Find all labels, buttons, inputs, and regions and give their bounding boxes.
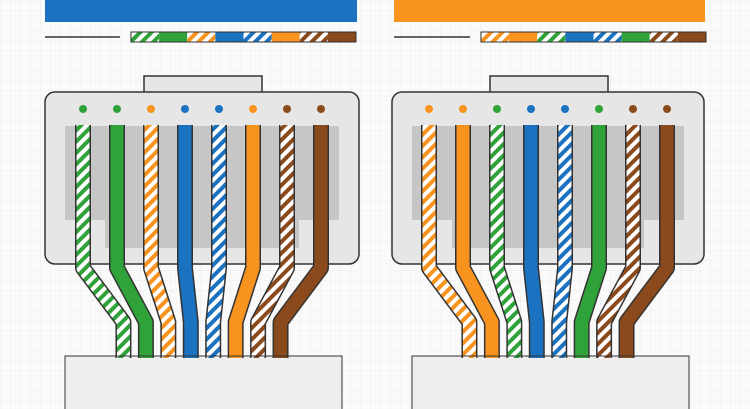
wire-group (421, 125, 675, 358)
connector-inner-lower (105, 220, 299, 248)
pin-contact-7 (629, 105, 637, 113)
pin-contact-8 (663, 105, 671, 113)
standard-panel-right (391, 0, 707, 409)
wire-4 (178, 125, 198, 358)
wire-5 (552, 125, 572, 358)
pin-order-strip (480, 31, 707, 43)
pin-contact-4 (181, 105, 189, 113)
pin-contact-2 (459, 105, 467, 113)
standard-panel-left (44, 0, 360, 409)
strip-segment-6 (271, 32, 300, 42)
wire-2 (456, 125, 499, 358)
wire-3 (490, 125, 521, 358)
pin-contact-5 (561, 105, 569, 113)
strip-segment-4 (215, 32, 244, 42)
wire-5 (206, 125, 226, 358)
strip-segment-8 (327, 32, 356, 42)
wire-8 (620, 125, 674, 358)
cable-boot (64, 355, 343, 409)
strip-segment-8 (677, 32, 706, 42)
header-bar (45, 0, 357, 22)
strip-segment-5 (243, 32, 272, 42)
strip-segment-6 (621, 32, 650, 42)
wire-7 (251, 125, 294, 358)
pin-contact-3 (147, 105, 155, 113)
strip-segment-7 (649, 32, 678, 42)
pin-contact-2 (113, 105, 121, 113)
pin-contact-1 (79, 105, 87, 113)
pin-contact-4 (527, 105, 535, 113)
strip-outline (130, 31, 357, 43)
connector-inner-plate (65, 126, 339, 220)
strip-segment-3 (537, 32, 566, 42)
strip-outline (480, 31, 707, 43)
wire-3 (144, 125, 175, 358)
wire-8 (274, 125, 328, 358)
wire-6 (575, 125, 606, 358)
pin-contact-3 (493, 105, 501, 113)
wire-6 (229, 125, 260, 358)
strip-segment-3 (187, 32, 216, 42)
header-bar (394, 0, 705, 22)
pin-contact-7 (283, 105, 291, 113)
wire-2 (110, 125, 153, 358)
connector-inner-lower (452, 220, 644, 248)
strip-segment-7 (299, 32, 328, 42)
pin-contact-6 (595, 105, 603, 113)
strip-segment-4 (565, 32, 594, 42)
strip-segment-1 (131, 32, 160, 42)
wire-group (75, 125, 329, 358)
wire-1 (422, 125, 476, 358)
pin-order-strip (130, 31, 357, 43)
pin-contact-6 (249, 105, 257, 113)
wire-1 (76, 125, 130, 358)
pin-contact-8 (317, 105, 325, 113)
cable-boot (411, 355, 690, 409)
strip-segment-2 (159, 32, 188, 42)
strip-segment-5 (593, 32, 622, 42)
pin-contact-1 (425, 105, 433, 113)
strip-segment-2 (509, 32, 538, 42)
wire-7 (597, 125, 640, 358)
pin-contact-5 (215, 105, 223, 113)
connector-inner-plate (412, 126, 684, 220)
strip-segment-1 (481, 32, 510, 42)
wire-4 (524, 125, 544, 358)
